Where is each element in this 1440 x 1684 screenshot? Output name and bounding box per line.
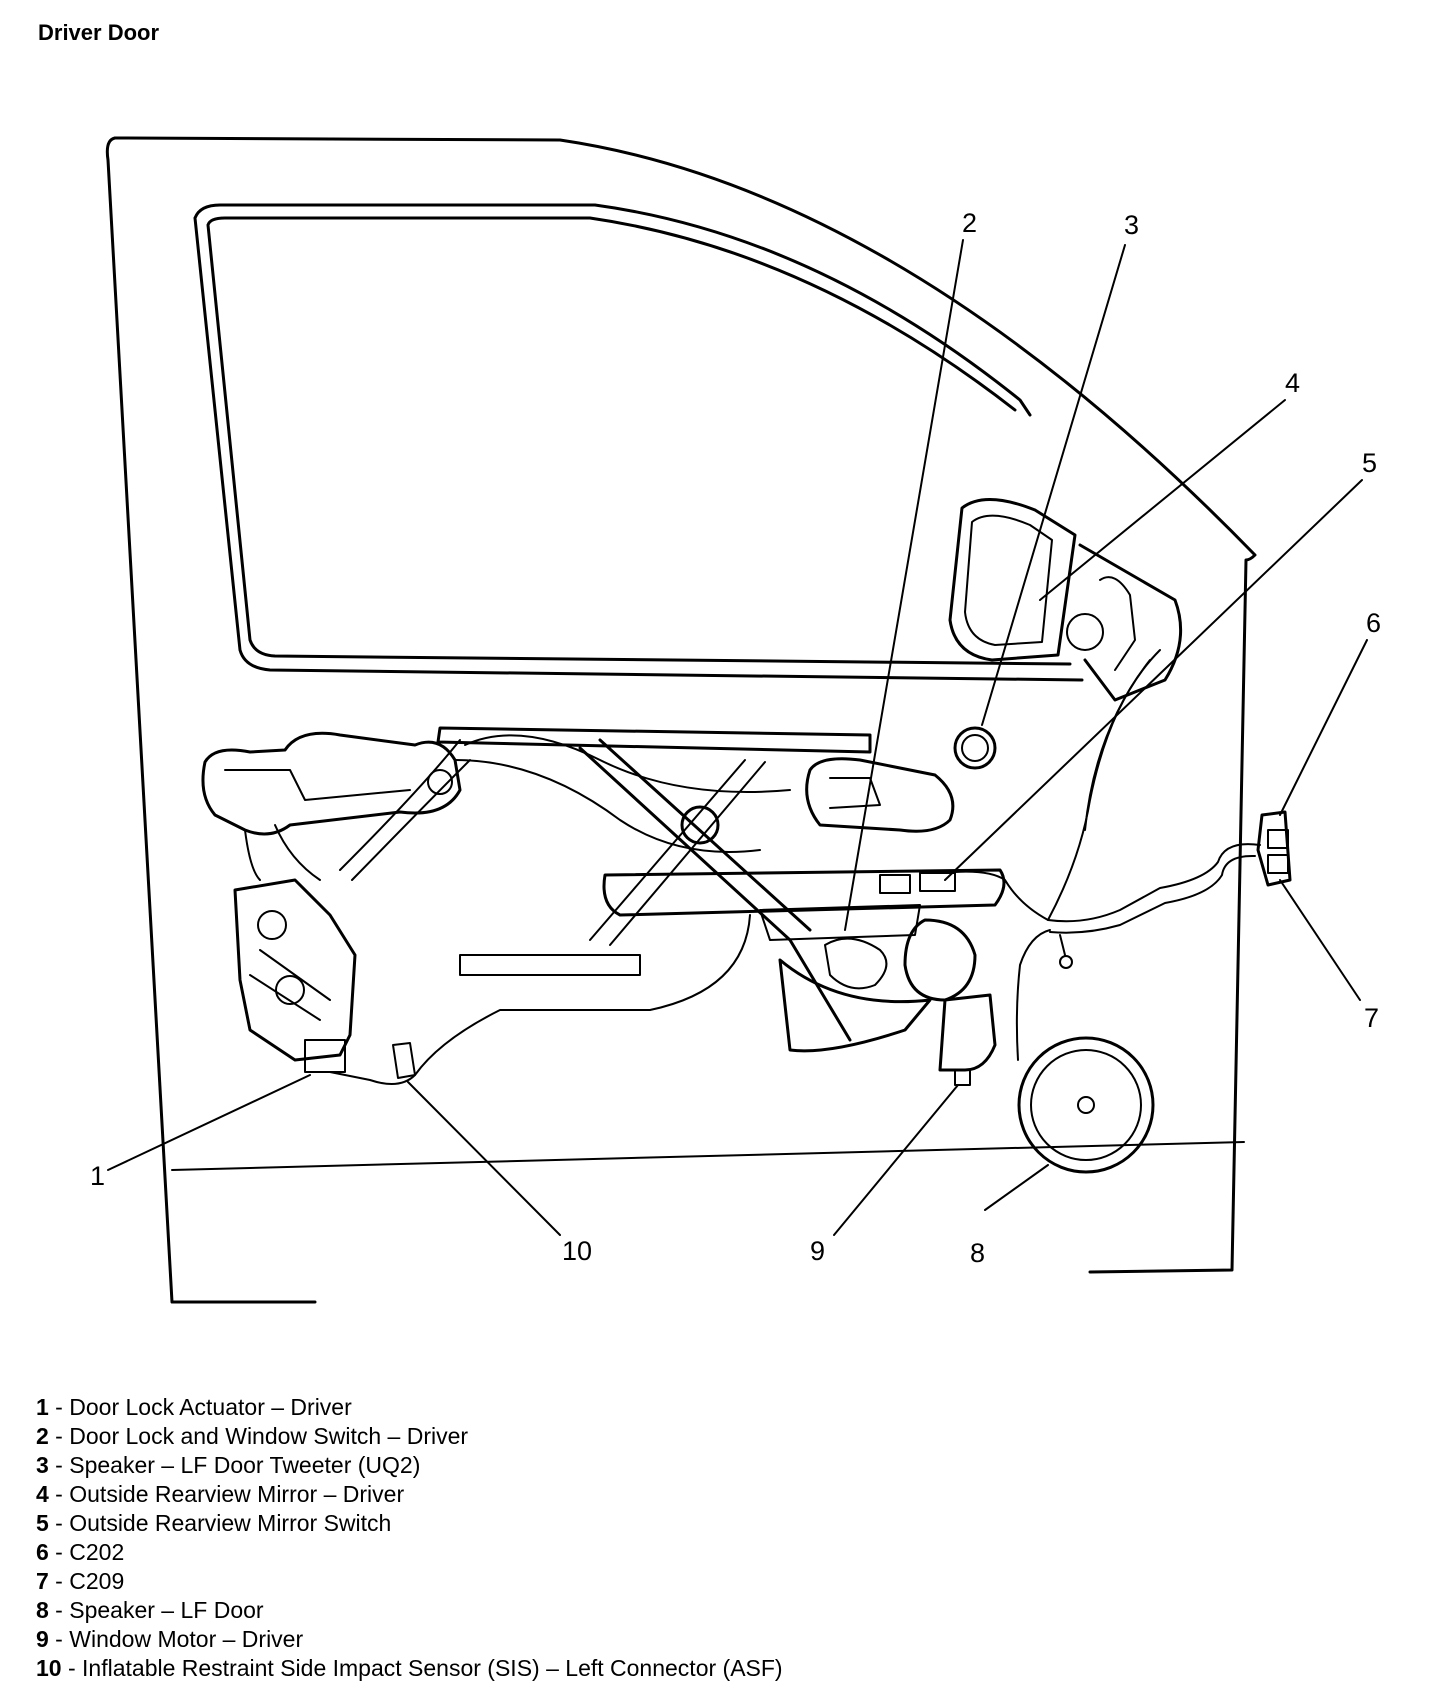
legend-item: 9 - Window Motor – Driver <box>36 1625 783 1654</box>
legend-item: 8 - Speaker – LF Door <box>36 1596 783 1625</box>
legend-separator: - <box>48 1394 70 1420</box>
callout-6: 6 <box>1366 608 1381 638</box>
legend-item: 10 - Inflatable Restraint Side Impact Se… <box>36 1654 783 1683</box>
outside-mirror <box>948 498 1183 702</box>
callout-3: 3 <box>1124 210 1139 240</box>
legend-separator: - <box>48 1423 70 1449</box>
callout-1: 1 <box>90 1161 105 1191</box>
legend-number: 2 <box>36 1423 49 1449</box>
switch-panel <box>602 868 1006 941</box>
leader-lines <box>107 239 1368 1236</box>
legend-separator: - <box>48 1597 70 1623</box>
window-frame <box>193 203 1084 682</box>
legend-separator: - <box>48 1568 70 1594</box>
legend-number: 9 <box>36 1626 49 1652</box>
legend-item: 4 - Outside Rearview Mirror – Driver <box>36 1480 783 1509</box>
legend-separator: - <box>48 1626 70 1652</box>
legend-text: Inflatable Restraint Side Impact Sensor … <box>82 1655 783 1681</box>
legend: 1 - Door Lock Actuator – Driver 2 - Door… <box>36 1393 783 1683</box>
legend-item: 5 - Outside Rearview Mirror Switch <box>36 1509 783 1538</box>
legend-number: 10 <box>36 1655 62 1681</box>
legend-text: Outside Rearview Mirror – Driver <box>69 1481 405 1507</box>
legend-separator: - <box>61 1655 83 1681</box>
callout-8: 8 <box>970 1238 985 1268</box>
window-regulator <box>436 726 932 1053</box>
callout-9: 9 <box>810 1236 825 1266</box>
legend-number: 8 <box>36 1597 49 1623</box>
door-outline <box>105 136 1257 1304</box>
legend-item: 6 - C202 <box>36 1538 783 1567</box>
legend-item: 2 - Door Lock and Window Switch – Driver <box>36 1422 783 1451</box>
legend-item: 3 - Speaker – LF Door Tweeter (UQ2) <box>36 1451 783 1480</box>
legend-number: 7 <box>36 1568 49 1594</box>
legend-text: Door Lock Actuator – Driver <box>69 1394 352 1420</box>
legend-text: Door Lock and Window Switch – Driver <box>69 1423 469 1449</box>
body-connectors <box>1256 810 1292 887</box>
callout-7: 7 <box>1364 1003 1379 1033</box>
legend-separator: - <box>48 1510 70 1536</box>
window-motor <box>824 918 997 1086</box>
callout-5: 5 <box>1362 448 1377 478</box>
legend-number: 3 <box>36 1452 49 1478</box>
legend-number: 6 <box>36 1539 49 1565</box>
door-speaker <box>1017 1036 1155 1174</box>
legend-text: C202 <box>69 1539 125 1565</box>
callout-labels: 1 2 3 4 5 6 7 8 9 10 <box>90 208 1381 1268</box>
legend-text: Speaker – LF Door <box>69 1597 264 1623</box>
diagram-title: Driver Door <box>38 20 160 45</box>
callout-2: 2 <box>962 208 977 238</box>
legend-item: 1 - Door Lock Actuator – Driver <box>36 1393 783 1422</box>
wiring-harness <box>244 649 1261 1085</box>
legend-number: 1 <box>36 1394 49 1420</box>
legend-number: 4 <box>36 1481 49 1507</box>
legend-text: Outside Rearview Mirror Switch <box>69 1510 392 1536</box>
inside-handle <box>805 757 955 833</box>
legend-text: Speaker – LF Door Tweeter (UQ2) <box>69 1452 421 1478</box>
legend-separator: - <box>48 1539 70 1565</box>
callout-4: 4 <box>1285 368 1300 398</box>
door-tweeter <box>953 726 997 770</box>
legend-item: 7 - C209 <box>36 1567 783 1596</box>
door-lock-actuator <box>233 878 357 1073</box>
legend-text: Window Motor – Driver <box>69 1626 304 1652</box>
legend-separator: - <box>48 1481 70 1507</box>
callout-10: 10 <box>562 1236 592 1266</box>
door-diagram: 1 2 3 4 5 6 7 8 9 10 <box>90 136 1381 1304</box>
legend-number: 5 <box>36 1510 49 1536</box>
sis-connector <box>392 1042 416 1079</box>
legend-text: C209 <box>69 1568 125 1594</box>
legend-separator: - <box>48 1452 70 1478</box>
